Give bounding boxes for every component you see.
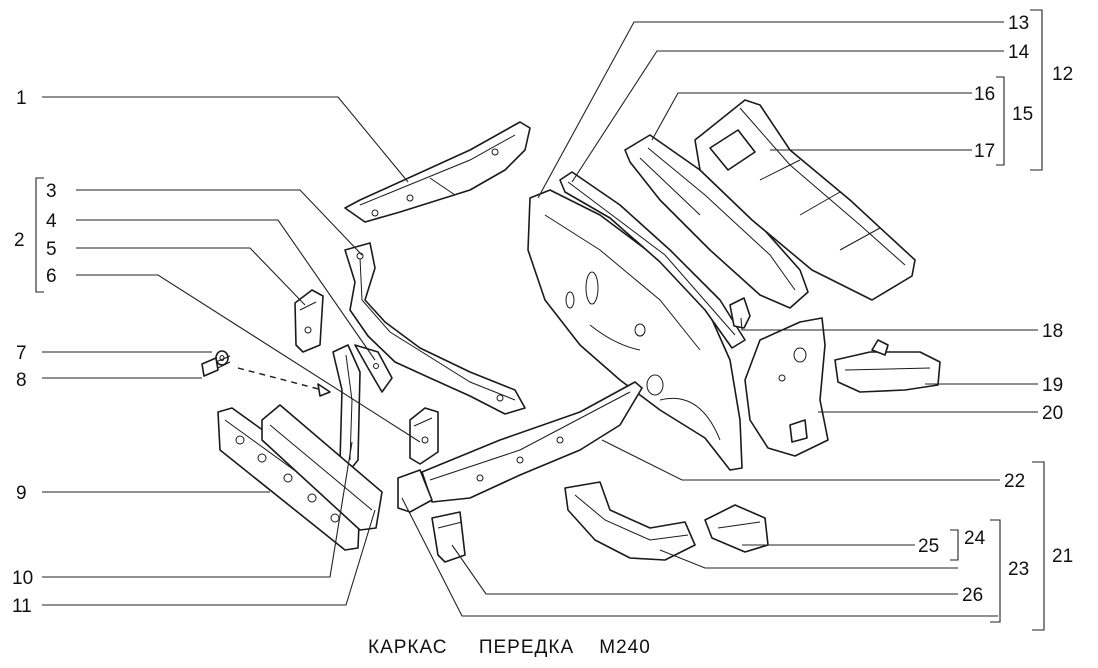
callout-24: 24 [964, 528, 986, 549]
callout-22: 22 [1004, 471, 1025, 492]
callout-10: 10 [12, 568, 33, 589]
callout-19: 19 [1042, 375, 1063, 396]
group-brackets [35, 9, 1045, 631]
part-13-firewall-panel [527, 189, 743, 471]
callout-25: 25 [918, 536, 939, 557]
callout-labels: 1 2 3 4 5 6 7 8 9 10 11 13 14 12 16 15 1… [12, 13, 1073, 617]
callout-1: 1 [16, 88, 27, 109]
part-14-upper-rail [559, 171, 746, 349]
part-4-bracket [354, 344, 393, 393]
part-11-lower-bar [261, 404, 383, 531]
part-26-bracket [431, 511, 466, 563]
callout-2: 2 [14, 230, 25, 251]
callout-20: 20 [1042, 403, 1063, 424]
part-24-wheelarch [564, 481, 696, 561]
part-17-cowl-top [694, 99, 916, 301]
part-1-upper-member [344, 121, 531, 223]
callout-5: 5 [46, 239, 57, 260]
callout-17: 17 [974, 141, 995, 162]
callout-14: 14 [1008, 42, 1030, 63]
callout-11: 11 [12, 596, 32, 617]
callout-12: 12 [1052, 64, 1073, 85]
part-16-cowl-panel [624, 134, 809, 309]
part-8-bolt [201, 355, 231, 377]
callout-13: 13 [1008, 13, 1029, 34]
part-22-lower-member [421, 381, 643, 503]
leader-lines [42, 21, 1038, 617]
part-18-cap [729, 297, 751, 329]
part-20-side-panel [744, 317, 829, 457]
callout-8: 8 [16, 370, 27, 391]
part-10-pillar [332, 344, 361, 471]
callout-3: 3 [46, 181, 57, 202]
assembly-arrow [237, 367, 331, 393]
callout-18: 18 [1042, 321, 1063, 342]
callout-15: 15 [1012, 104, 1033, 125]
diagram-caption: КАРКАС ПЕРЕДКА М240 [368, 637, 651, 658]
callout-4: 4 [46, 211, 57, 232]
callout-21: 21 [1052, 546, 1073, 567]
callout-6: 6 [46, 266, 57, 287]
assembly-arrow-head [317, 383, 331, 397]
part-5-plate [294, 289, 324, 353]
part-19-bracket [834, 339, 941, 393]
part-3-cross-member [344, 242, 526, 415]
callout-7: 7 [16, 343, 27, 364]
callout-9: 9 [16, 483, 27, 504]
part-6-plate [409, 407, 439, 465]
part-9-front-panel [217, 407, 361, 551]
part-lower-bracket [397, 469, 433, 513]
callout-16: 16 [974, 84, 995, 105]
callout-26: 26 [962, 585, 983, 606]
callout-23: 23 [1008, 559, 1029, 580]
